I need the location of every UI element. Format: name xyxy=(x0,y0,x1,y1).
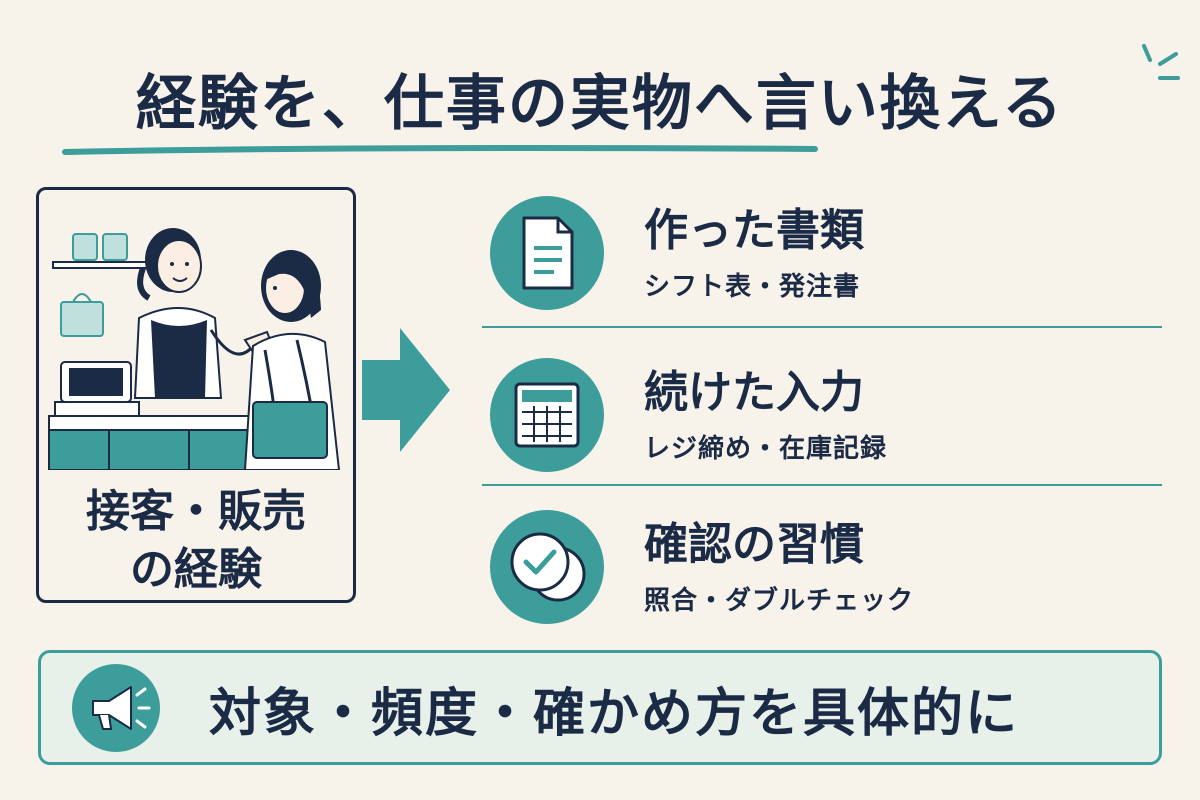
page-title: 経験を、仕事の実物へ言い換える xyxy=(135,69,1065,139)
sparkle-icon xyxy=(1142,44,1180,80)
document-icon xyxy=(490,196,604,310)
item-subtext: レジ締め・在庫記録 xyxy=(644,434,888,464)
arrow-right-icon xyxy=(362,328,450,452)
item-checking: 確認の習慣 照合・ダブルチェック xyxy=(482,500,1172,650)
item-heading: 続けた入力 xyxy=(644,367,864,418)
calculator-icon xyxy=(490,358,604,472)
experience-label-line1: 接客・販売 xyxy=(86,486,306,537)
item-heading: 作った書類 xyxy=(644,205,864,256)
experience-label-line2: の経験 xyxy=(130,544,262,595)
experience-label: 接客・販売 の経験 xyxy=(39,483,353,599)
megaphone-icon xyxy=(72,664,160,752)
experience-panel: 接客・販売 の経験 xyxy=(36,187,356,603)
item-subtext: シフト表・発注書 xyxy=(644,272,861,302)
banner-text: 対象・頻度・確かめ方を具体的に xyxy=(209,684,1020,744)
item-input: 続けた入力 レジ締め・在庫記録 xyxy=(482,348,1172,498)
summary-banner: 対象・頻度・確かめ方を具体的に xyxy=(38,650,1162,765)
item-heading: 確認の習慣 xyxy=(644,519,864,570)
item-subtext: 照合・ダブルチェック xyxy=(644,586,915,616)
item-documents: 作った書類 シフト表・発注書 xyxy=(482,186,1172,336)
divider xyxy=(482,326,1162,328)
title-underline xyxy=(62,145,818,155)
shop-counter-illustration xyxy=(48,228,341,470)
checkmark-icon xyxy=(490,510,604,624)
divider xyxy=(482,484,1162,486)
